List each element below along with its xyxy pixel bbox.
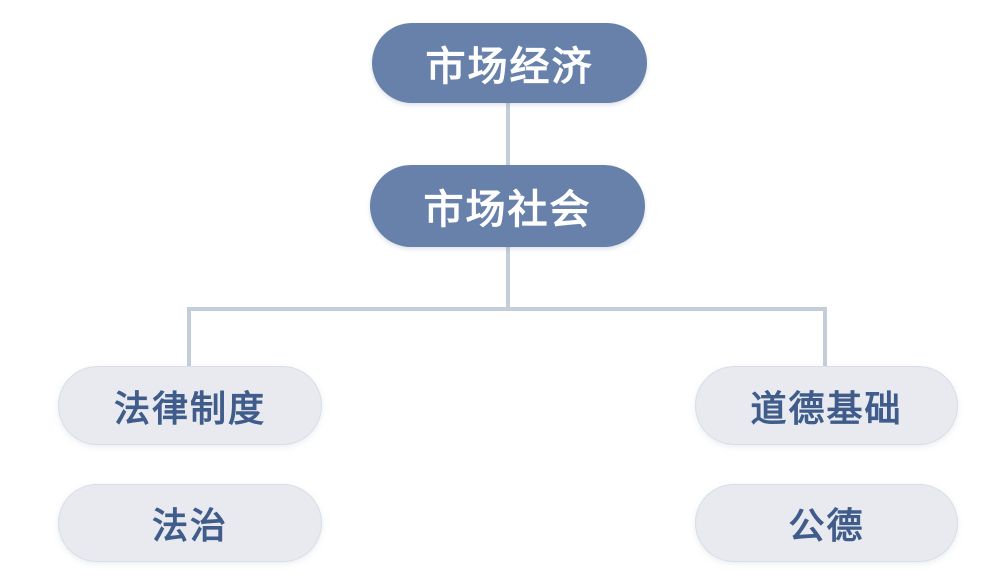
node-market-society-label: 市场社会: [423, 188, 592, 232]
node-public-morality-label: 公德: [788, 505, 865, 546]
node-rule-of-law-label: 法治: [151, 505, 228, 546]
node-rule-of-law: 法治: [58, 484, 322, 562]
node-legal-system: 法律制度: [58, 366, 322, 445]
node-market-economy: 市场经济: [372, 23, 647, 103]
node-market-society: 市场社会: [370, 165, 645, 247]
node-public-morality: 公德: [695, 484, 958, 562]
node-market-economy-label: 市场经济: [425, 45, 594, 89]
connector-left-drop: [187, 307, 191, 367]
connector-horizontal-bar: [187, 307, 827, 311]
node-moral-foundation: 道德基础: [695, 366, 958, 445]
connector-child-down-stem: [506, 247, 510, 309]
node-moral-foundation-label: 道德基础: [750, 387, 903, 429]
node-legal-system-label: 法律制度: [113, 387, 266, 429]
connector-right-drop: [823, 307, 827, 367]
connector-root-to-child: [506, 103, 510, 165]
